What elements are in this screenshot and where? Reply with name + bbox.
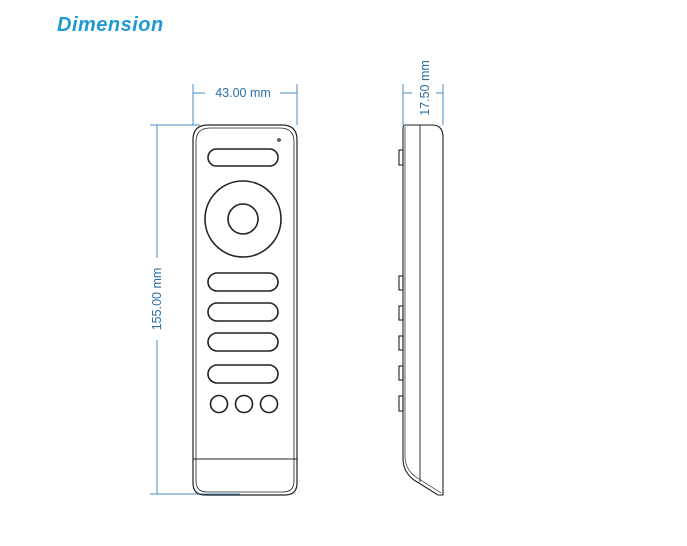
round-button-1 [209, 394, 229, 414]
side-button [398, 365, 404, 381]
depth-dimension [402, 84, 444, 125]
remote-side-view [398, 124, 444, 496]
pill-button-2 [207, 302, 279, 322]
pill-button-3 [207, 332, 279, 352]
width-label: 43.00 mm [215, 86, 271, 100]
width-dimension [192, 84, 298, 125]
round-button-3 [259, 394, 279, 414]
depth-label: 17.50 mm [418, 60, 432, 116]
pill-button-1 [207, 272, 279, 292]
pill-button-4 [207, 364, 279, 384]
remote-front-view [192, 124, 298, 496]
side-button [398, 305, 404, 321]
top-button [207, 148, 279, 167]
side-button [398, 395, 404, 412]
height-label: 155.00 mm [150, 268, 164, 331]
round-button-2 [234, 394, 254, 414]
wheel-ring [204, 180, 282, 258]
wheel-center-button [227, 203, 259, 235]
side-button [398, 275, 404, 291]
led-indicator [277, 138, 281, 142]
section-title: Dimension [57, 14, 164, 36]
side-button [398, 335, 404, 351]
side-button [398, 149, 404, 166]
height-dimension [150, 124, 240, 495]
